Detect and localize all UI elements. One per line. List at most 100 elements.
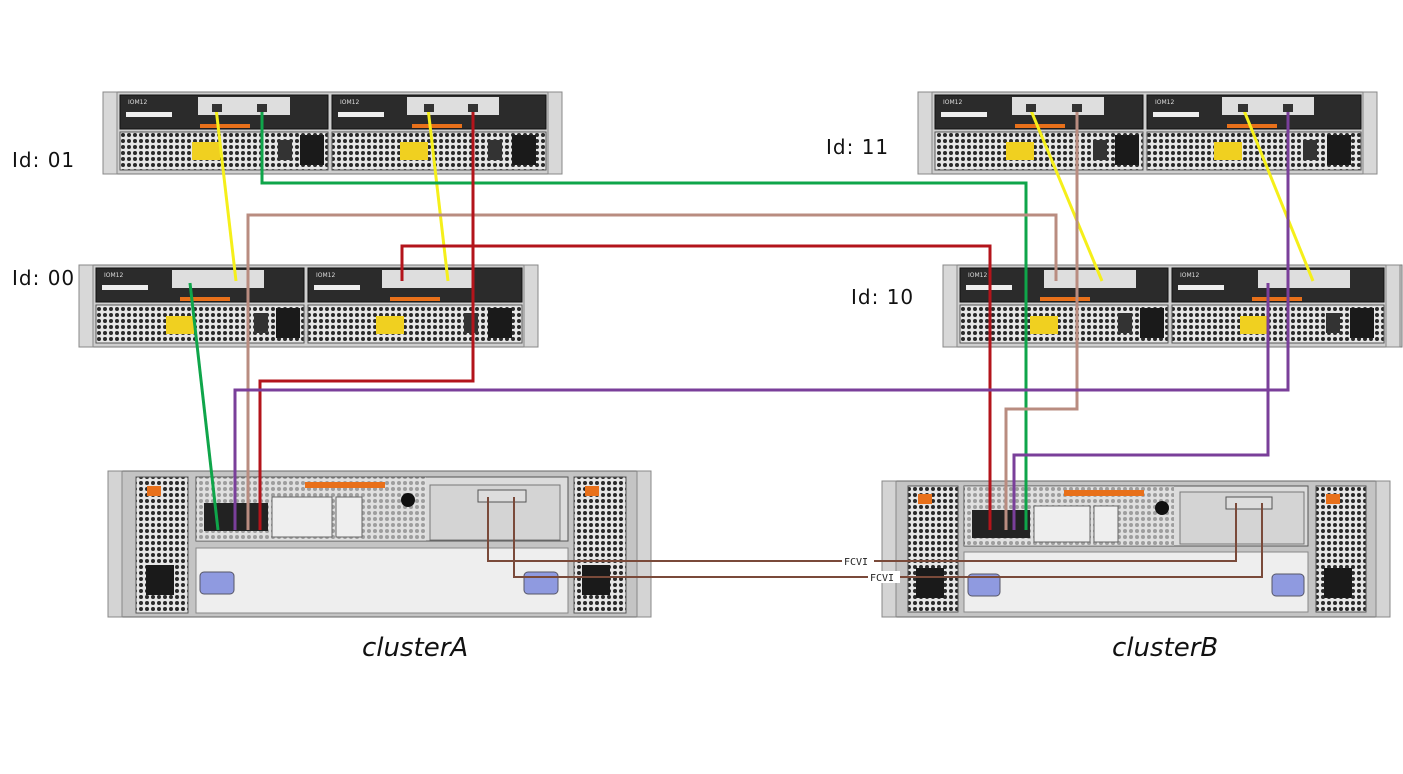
warning-label-b [1214,142,1242,160]
port-endpoint [1283,104,1293,112]
io-handle [1064,490,1144,496]
psu-a [119,131,329,171]
release-latch-left [967,573,1001,597]
iom-label-b: IOM12 [1180,272,1199,279]
power-socket-right [1324,568,1352,598]
iom-module-a: IOM12 [934,94,1144,130]
psu-handle-right [585,486,599,496]
iom-module-b: IOM12 [307,267,523,303]
status-led [1155,501,1169,515]
iom-module-b: IOM12 [331,94,547,130]
psu-b [331,131,547,171]
cable-red-shelf00-to-clusterb [400,244,992,530]
shelf-id-01-label: Id: 01 [12,148,76,172]
rack-ear-left [78,264,94,348]
cable-green-shelf00-to-clustera [188,282,220,531]
port-endpoint [212,104,222,112]
rack-ear-left [107,470,123,618]
warning-label-a [166,316,194,334]
rack-ear-left [881,480,897,618]
shelf-id-00-label: Id: 00 [12,266,76,290]
psu-a [959,304,1169,344]
iom-label-a: IOM12 [128,99,147,106]
power-switch-a [1093,140,1107,160]
cable-endpoints [212,104,1293,112]
power-socket-a [1115,135,1139,165]
power-socket-b [1327,135,1351,165]
psu-handle-left [918,494,932,504]
psu-a [934,131,1144,171]
iom-module-b: IOM12 [1146,94,1362,130]
disk-shelf-00: IOM12 IOM12 [78,264,539,348]
rack-ear-left [102,91,118,175]
warning-label-a [1030,316,1058,334]
psu-a [95,304,305,344]
power-socket-b [512,135,536,165]
fcvi-port [477,489,527,503]
sfp-port-block [1033,505,1091,543]
cable-purple-shelf11-to-clustera [233,108,1290,530]
port-endpoint [424,104,434,112]
psu-b [307,304,523,344]
io-handle [305,482,385,488]
power-switch-b [488,140,502,160]
iom-module-a: IOM12 [95,267,305,303]
cable-green-shelf01-to-clusterb [260,108,1028,530]
sfp-port-block [271,496,333,538]
iom-label-b: IOM12 [316,272,335,279]
shelf-id-10-label: Id: 10 [851,285,915,309]
fcvi-label-1: FCVI [844,557,868,568]
rack-ear-right [1375,480,1391,618]
warning-label-a [1006,142,1034,160]
power-socket-a [276,308,300,338]
iom-module-a: IOM12 [959,267,1169,303]
fcvi-label-bg-2 [868,571,900,583]
disk-shelf-01: IOM12 IOM12 [102,91,563,175]
power-switch-a [278,140,292,160]
psu-b [1171,304,1385,344]
disk-shelf-10: IOM12 IOM12 [942,264,1403,348]
fcvi-port [1225,496,1273,510]
power-switch-b [464,313,478,333]
sas-port-block [972,510,1030,538]
rack-ear-right [636,470,652,618]
release-latch-right [523,571,559,595]
warning-label-b [400,142,428,160]
iom-module-a: IOM12 [119,94,329,130]
iom-module-b: IOM12 [1171,267,1385,303]
controller-cluster-a [107,470,652,618]
cable-yellow-shelf01-00-a [214,107,238,282]
cable-purple-shelf10-to-clusterb [1012,283,1270,530]
psu-handle-left [147,486,161,496]
rack-ear-right [1362,91,1378,175]
psu-handle-right [1326,494,1340,504]
rack-ear-right [1385,264,1401,348]
power-socket-left [146,565,174,595]
port-endpoint [1238,104,1248,112]
cable-tan-shelf10-to-clustera [246,213,1058,530]
cable-yellow-shelf11-10-b [1241,107,1315,282]
iom-label-b: IOM12 [340,99,359,106]
power-switch-a [1118,313,1132,333]
rack-ear-right [547,91,563,175]
release-latch-left [199,571,235,595]
iom-label-a: IOM12 [943,99,962,106]
port-endpoint [468,104,478,112]
iom-label-a: IOM12 [104,272,123,279]
power-socket-a [1140,308,1164,338]
iom-label-b: IOM12 [1155,99,1174,106]
port-endpoint [257,104,267,112]
power-switch-b [1326,313,1340,333]
power-socket-b [1350,308,1374,338]
shelf-id-11-label: Id: 11 [826,135,890,159]
power-socket-b [488,308,512,338]
port-endpoint [1072,104,1082,112]
iom-label-a: IOM12 [968,272,987,279]
controller-bay [195,547,569,614]
power-switch-b [1303,140,1317,160]
rack-ear-right [523,264,539,348]
cable-yellow-shelf01-00-b [426,107,450,282]
power-socket-a [300,135,324,165]
cluster-b-label: clusterB [1112,633,1219,663]
